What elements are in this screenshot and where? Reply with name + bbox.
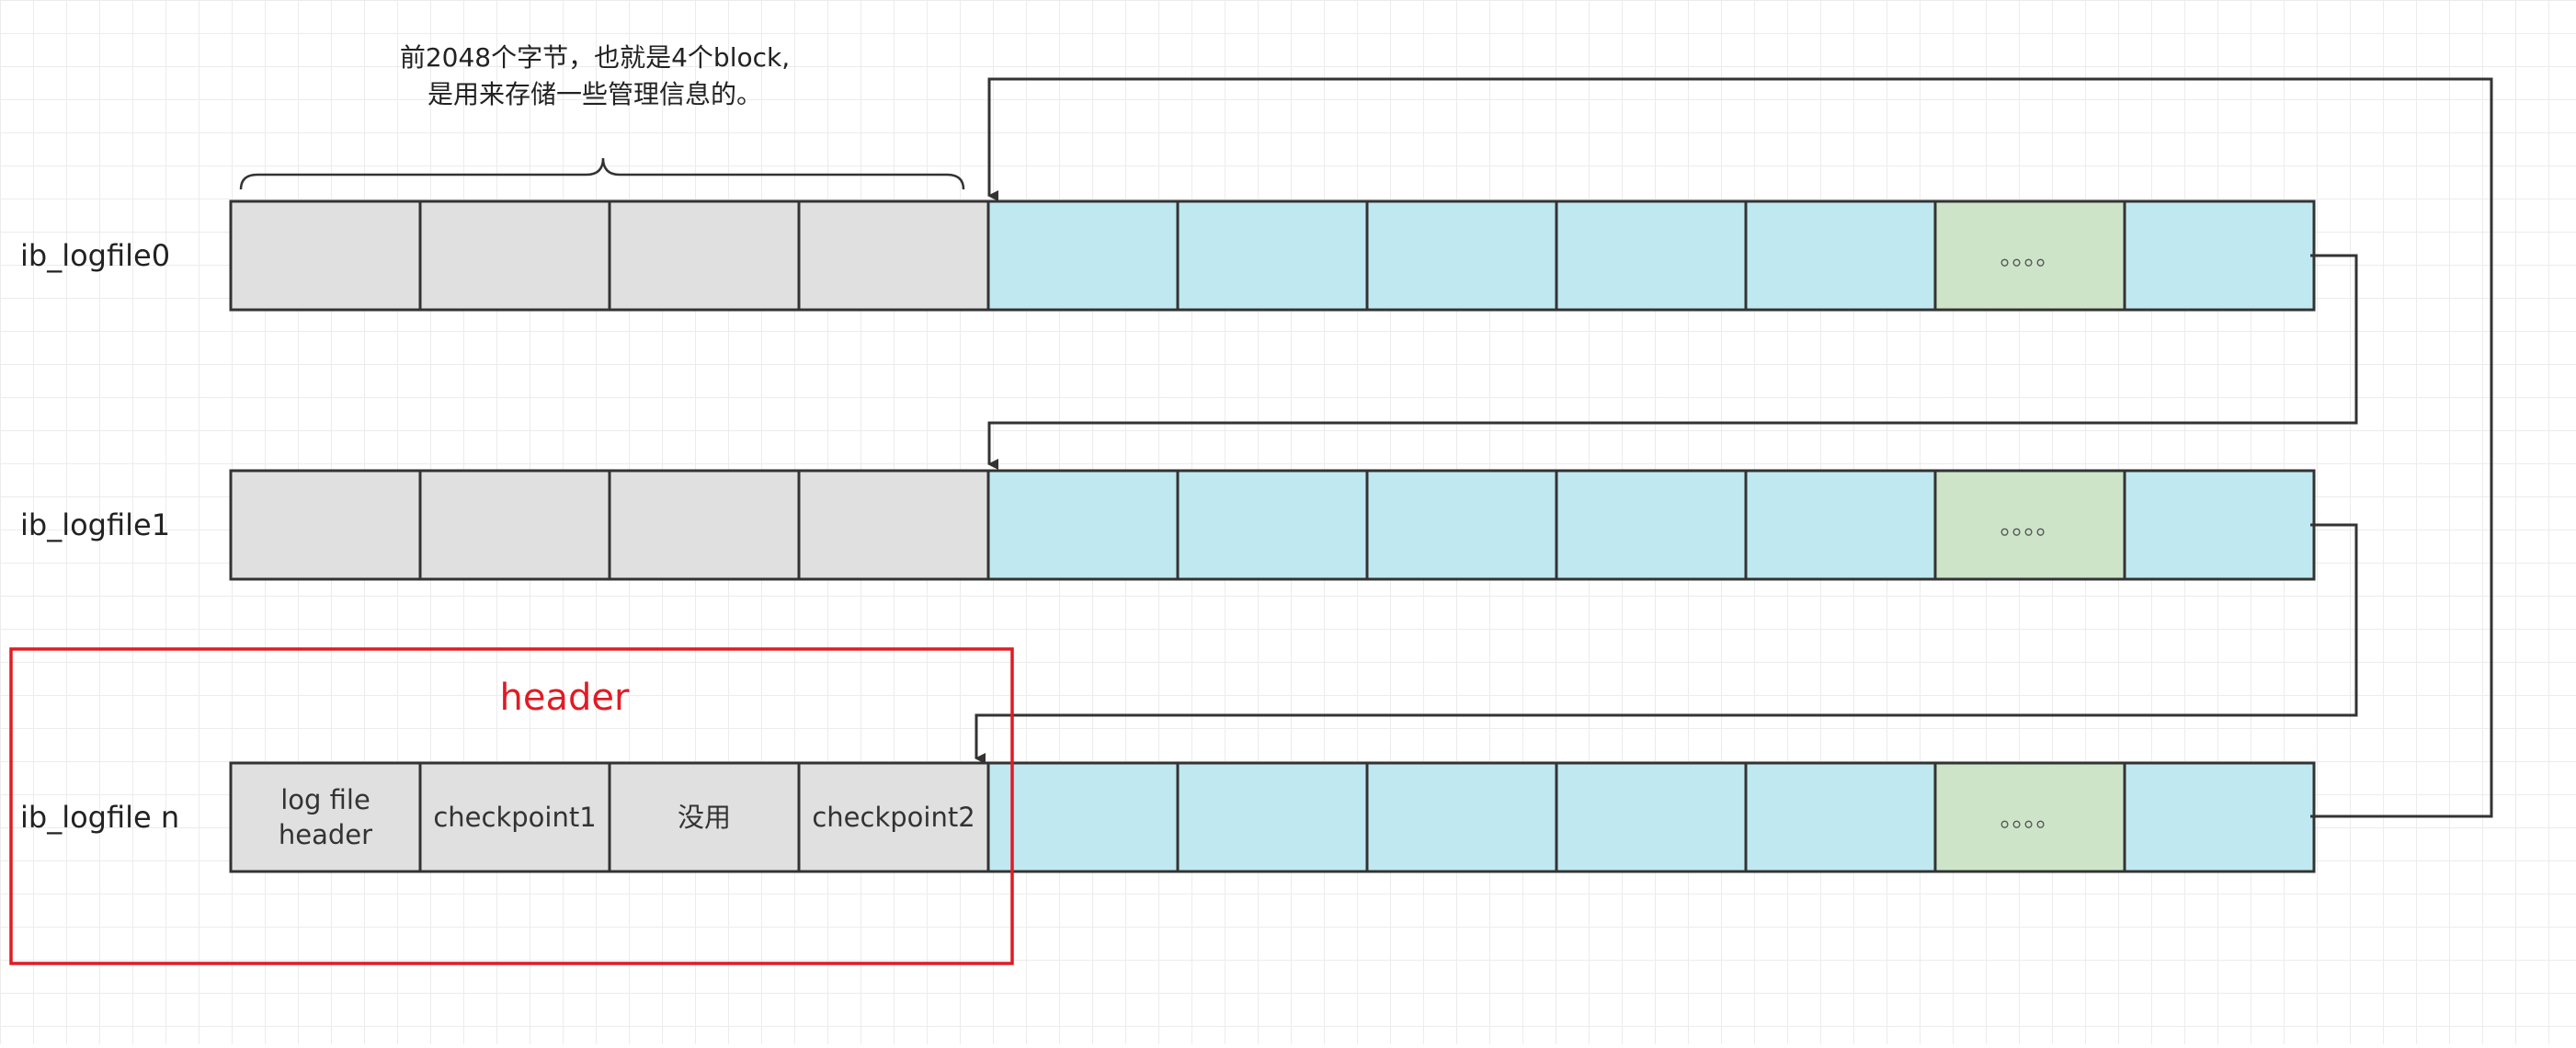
- data-block: [2123, 469, 2316, 581]
- ellipsis-block: [1933, 761, 2126, 873]
- header-block: [608, 199, 801, 312]
- header-block: [418, 199, 611, 312]
- data-block: [986, 199, 1180, 312]
- data-block: [1744, 761, 1937, 873]
- header-brace: [239, 157, 965, 190]
- ellipsis-block: [1933, 199, 2126, 312]
- connector-file0-to-file1: [987, 254, 2358, 470]
- data-block: [1555, 761, 1748, 873]
- data-block: [1365, 199, 1558, 312]
- data-block: [1555, 469, 1748, 581]
- block-label: checkpoint1: [433, 802, 596, 833]
- header-block: [608, 469, 801, 581]
- ellipsis-label: 。。。。: [2000, 244, 2059, 271]
- data-block: [2123, 199, 2316, 312]
- file-row: ib_logfile1 。。。。: [20, 469, 2316, 581]
- data-block: [1365, 469, 1558, 581]
- header-block: [797, 469, 990, 581]
- header-highlight-box: [9, 647, 1014, 965]
- data-block: [986, 761, 1180, 873]
- header-block: [797, 761, 990, 873]
- note-line-1: 前2048个字节，也就是4个block,: [400, 42, 790, 73]
- data-block: [1176, 469, 1369, 581]
- file-label: ib_logfile1: [20, 507, 170, 542]
- header-highlight-label: header: [500, 677, 630, 719]
- data-block: [1176, 761, 1369, 873]
- data-block: [1555, 199, 1748, 312]
- data-block: [2123, 761, 2316, 873]
- file-row: ib_logfile0 。。。。: [20, 199, 2316, 312]
- file-rows: ib_logfile0。。。。ib_logfile1。。。。ib_logfile…: [20, 199, 2316, 873]
- header-block: [608, 761, 801, 873]
- header-block: [418, 469, 611, 581]
- ellipsis-block: [1933, 469, 2126, 581]
- data-block: [1365, 761, 1558, 873]
- data-block: [986, 469, 1180, 581]
- header-block: [797, 199, 990, 312]
- ellipsis-label: 。。。。: [2000, 513, 2059, 541]
- connector-filen-to-file0: [987, 77, 2493, 818]
- connector-file1-to-filen: [975, 523, 2358, 764]
- ellipsis-label: 。。。。: [2000, 805, 2059, 833]
- note-line-2: 是用来存储一些管理信息的。: [427, 79, 762, 109]
- block-label: 没用: [678, 802, 731, 833]
- block-label: checkpoint2: [812, 802, 975, 833]
- data-block: [1744, 469, 1937, 581]
- header-block: [229, 761, 422, 873]
- file-label: ib_logfile0: [20, 238, 170, 273]
- data-block: [1744, 199, 1937, 312]
- header-block: [229, 469, 422, 581]
- data-block: [1176, 199, 1369, 312]
- header-block: [229, 199, 422, 312]
- file-label: ib_logfile n: [20, 800, 179, 835]
